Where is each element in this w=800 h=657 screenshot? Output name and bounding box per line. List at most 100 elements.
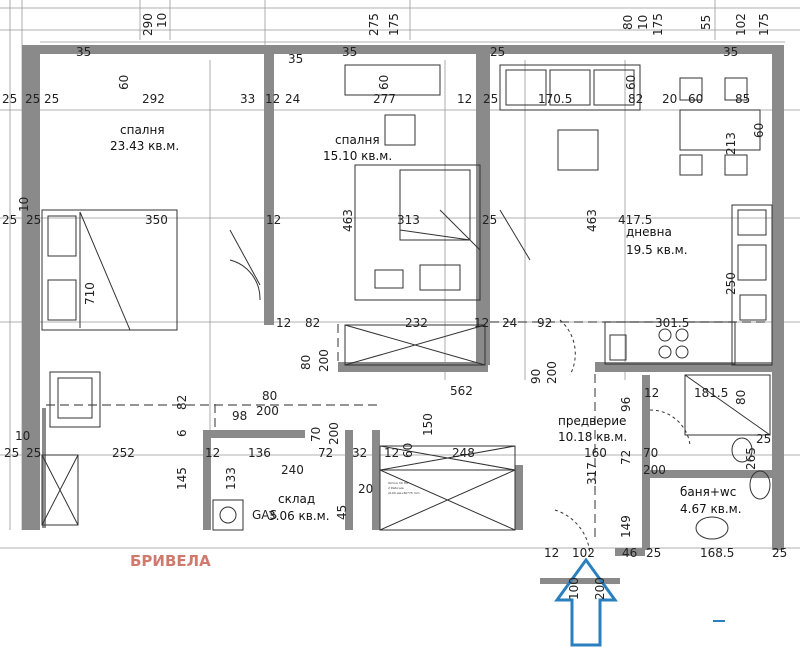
watermark-text: БРИВЕЛА — [130, 552, 211, 570]
bed-and-desk — [344, 64, 486, 366]
room-name-storage: склад — [278, 492, 315, 506]
dim-label: 33 — [240, 92, 255, 106]
dim-label: 175 — [757, 13, 771, 36]
dim-label: 200 — [593, 577, 607, 600]
dim-label: 80 — [734, 390, 748, 405]
dim-label: 25 — [2, 213, 17, 227]
dim-label: 90 — [529, 369, 543, 384]
storage-closets — [212, 445, 516, 531]
dim-label: 145 — [175, 467, 189, 490]
dim-label: 250 — [724, 272, 738, 295]
dim-label: 70 — [643, 446, 658, 460]
dim-label: 10 — [17, 197, 31, 212]
dim-label: 175 — [387, 13, 401, 36]
room-area-bath: 4.67 кв.м. — [680, 502, 742, 516]
room-area-hall: 10.18 кв.м. — [558, 430, 627, 444]
sofa-and-table — [499, 64, 761, 176]
dashed-partitions — [46, 321, 770, 540]
dim-label: 60 — [624, 75, 638, 90]
door-note-line-2: 2 Рабочие — [388, 486, 404, 490]
dim-label: 562 — [450, 384, 473, 398]
dim-label: 92 — [537, 316, 552, 330]
dim-label: 12 — [266, 213, 281, 227]
construction-lines — [0, 0, 800, 549]
room-area-bedroom-1: 23.43 кв.м. — [110, 139, 179, 153]
dim-label: 10 — [636, 15, 650, 30]
dim-label: 350 — [145, 213, 168, 227]
dim-label: 232 — [405, 316, 428, 330]
dim-label: 35 — [342, 45, 357, 59]
dim-label: 252 — [112, 446, 135, 460]
dim-label: 82 — [175, 395, 189, 410]
door-note-line-3: 2100 мм+60*75 mm — [388, 491, 420, 495]
room-area-living: 19.5 кв.м. — [626, 243, 688, 257]
dim-label: 60 — [752, 123, 766, 138]
dim-label: 25 — [25, 92, 40, 106]
dim-label: 98 — [232, 409, 247, 423]
dim-label: 25 — [4, 446, 19, 460]
dim-label: 200 — [545, 361, 559, 384]
dim-label: 417.5 — [618, 213, 652, 227]
dim-label: 20 — [662, 92, 677, 106]
dim-label: 12 — [457, 92, 472, 106]
dim-label: 25 — [26, 213, 41, 227]
gas-label: GAS — [252, 508, 277, 522]
dimension-labels: 35 35 35 25 35 25 25 25 292 33 12 24 277… — [2, 45, 787, 560]
dim-label: 168.5 — [700, 546, 734, 560]
dim-label: 60 — [401, 443, 415, 458]
dim-label: 12 — [644, 386, 659, 400]
dim-label: 25 — [646, 546, 661, 560]
room-name-hall: предверие — [558, 414, 626, 428]
dim-label: 45 — [335, 505, 349, 520]
room-area-bedroom-2: 15.10 кв.м. — [323, 149, 392, 163]
dim-label: 80 — [299, 355, 313, 370]
dim-label: 82 — [305, 316, 320, 330]
dim-label: 12 — [384, 446, 399, 460]
dim-label: 72 — [318, 446, 333, 460]
room-name-bedroom-1: спалня — [120, 123, 165, 137]
dim-label: 102 — [734, 13, 748, 36]
dim-label: 292 — [142, 92, 165, 106]
dim-label: 12 — [474, 316, 489, 330]
room-name-bedroom-2: спалня — [335, 133, 380, 147]
dim-label: 32 — [352, 446, 367, 460]
dim-label: 70 — [309, 427, 323, 442]
dim-label: 80 — [621, 15, 635, 30]
dim-label: 290 — [141, 13, 155, 36]
dim-label: 72 — [619, 450, 633, 465]
dim-label: 25 — [2, 92, 17, 106]
dim-label: 10 — [15, 429, 30, 443]
dim-label: 6 — [175, 429, 189, 437]
room-area-storage: 3.06 кв.м. — [268, 509, 330, 523]
dim-label: 277 — [373, 92, 396, 106]
dim-label: 200 — [327, 422, 341, 445]
dim-label: 85 — [735, 92, 750, 106]
dim-label: 60 — [377, 75, 391, 90]
dim-label: 96 — [619, 397, 633, 412]
dim-label: 133 — [224, 467, 238, 490]
dim-label: 35 — [288, 52, 303, 66]
dim-label: 60 — [688, 92, 703, 106]
dim-label: 150 — [421, 413, 435, 436]
dim-label: 12 — [265, 92, 280, 106]
walls — [22, 45, 784, 584]
dim-label: 265 — [744, 447, 758, 470]
dim-label: 149 — [619, 515, 633, 538]
dim-label: 25 — [490, 45, 505, 59]
dim-label: 10 — [155, 13, 169, 28]
dim-label: 240 — [281, 463, 304, 477]
dim-label: 25 — [483, 92, 498, 106]
bathroom-fixtures — [684, 374, 771, 540]
room-name-living: дневна — [626, 225, 672, 239]
dim-label: 710 — [83, 282, 97, 305]
dim-label: 463 — [585, 209, 599, 232]
door-note-line-1: Omina 30 ЛЭ — [388, 481, 408, 485]
dim-label: 35 — [76, 45, 91, 59]
dim-label: 175 — [651, 13, 665, 36]
dim-label: 200 — [317, 349, 331, 372]
dim-label: 181.5 — [694, 386, 728, 400]
room-name-bath: баня+wc — [680, 485, 736, 499]
dim-label: 25 — [26, 446, 41, 460]
